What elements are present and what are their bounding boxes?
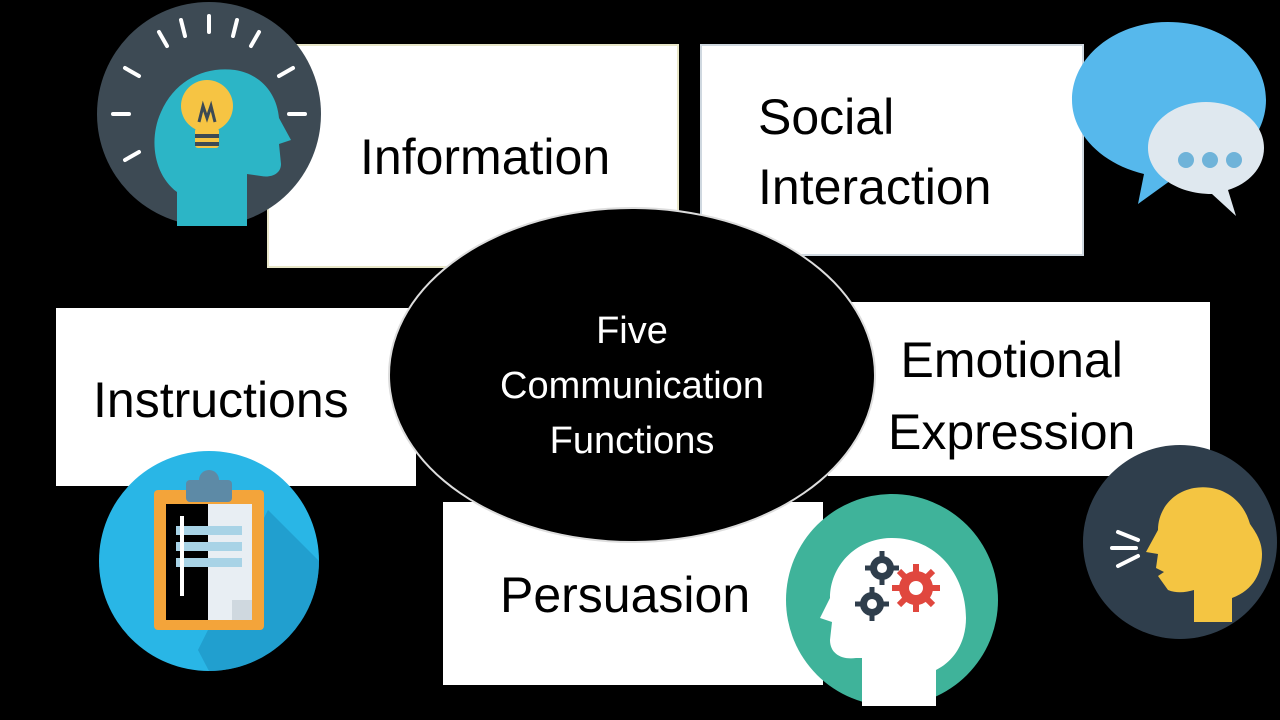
social-interaction-label: Social Interaction: [758, 82, 991, 222]
social-interaction-line-1: Social: [758, 89, 895, 145]
speech-bubbles-icon: [1072, 22, 1266, 216]
center-ellipse: Five Communication Functions: [388, 207, 876, 543]
center-title-line-3: Functions: [549, 420, 715, 462]
center-title-line-1: Five: [596, 310, 668, 352]
emotional-expression-line-2: Expression: [888, 404, 1136, 460]
emotional-expression-box: [828, 302, 1210, 476]
lightbulb-head-icon: [97, 2, 321, 226]
emotional-expression-label: Emotional Expression: [888, 324, 1135, 468]
social-interaction-line-2: Interaction: [758, 159, 992, 215]
emotional-expression-line-1: Emotional: [900, 332, 1123, 388]
speaking-head-icon: [1083, 445, 1277, 639]
instructions-label: Instructions: [93, 372, 349, 428]
information-label: Information: [360, 129, 611, 185]
center-title: Five Communication Functions: [390, 304, 874, 469]
clipboard-icon: [99, 451, 319, 671]
social-interaction-box: [700, 44, 1084, 256]
gears-head-icon: [786, 494, 998, 706]
persuasion-label: Persuasion: [500, 567, 751, 623]
center-title-line-2: Communication: [500, 365, 764, 407]
